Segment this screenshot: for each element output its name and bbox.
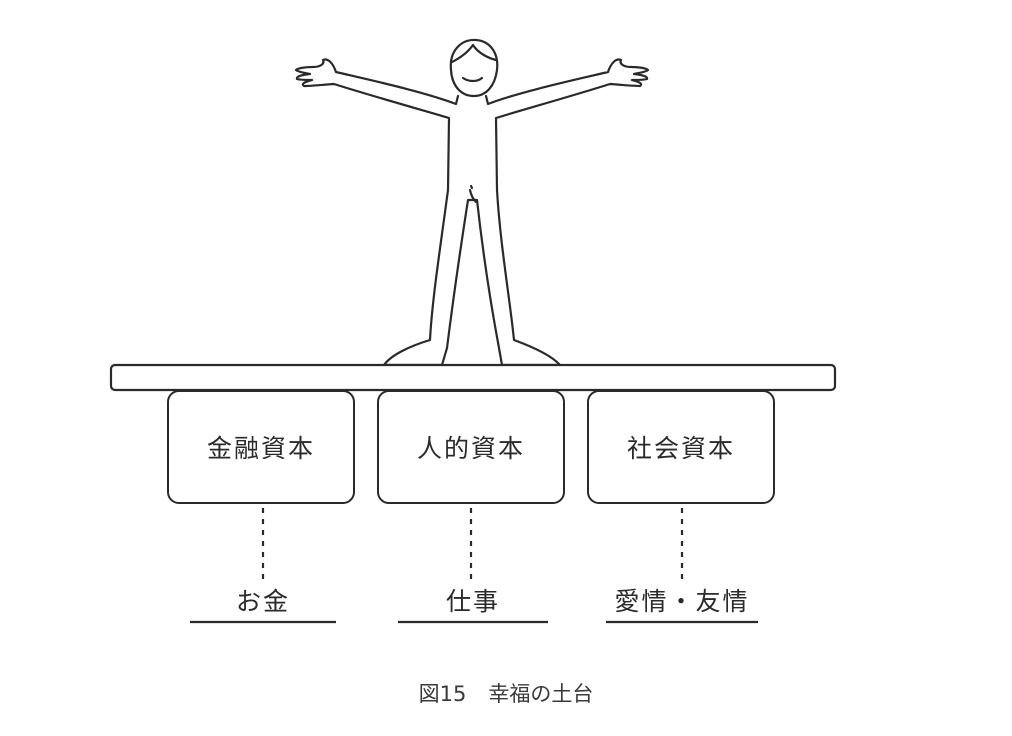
person-head — [449, 38, 499, 98]
social-capital-label: 社会資本 — [626, 434, 735, 463]
figure-title: 幸福の土台 — [488, 682, 594, 706]
person-smile — [461, 76, 484, 83]
money-label: お金 — [235, 587, 290, 616]
person-leg-inner — [468, 188, 478, 204]
work-label: 仕事 — [445, 587, 500, 616]
person-body — [294, 58, 650, 367]
financial-capital-label: 金融資本 — [206, 434, 315, 463]
social-capital-box: 社会資本 — [587, 390, 775, 504]
human-capital-label: 人的資本 — [416, 434, 525, 463]
foundation-board — [109, 363, 837, 392]
person-navel — [469, 184, 474, 190]
person-illustration — [294, 38, 650, 367]
financial-capital-box: 金融資本 — [167, 390, 355, 504]
love-friendship-label: 愛情・友情 — [614, 587, 750, 616]
person-hair — [450, 43, 498, 64]
dashed-connectors — [261, 508, 684, 580]
figure-caption: 図15 幸福の土台 — [0, 678, 1012, 708]
human-capital-box: 人的資本 — [377, 390, 565, 504]
figure-number: 図15 — [418, 682, 467, 706]
